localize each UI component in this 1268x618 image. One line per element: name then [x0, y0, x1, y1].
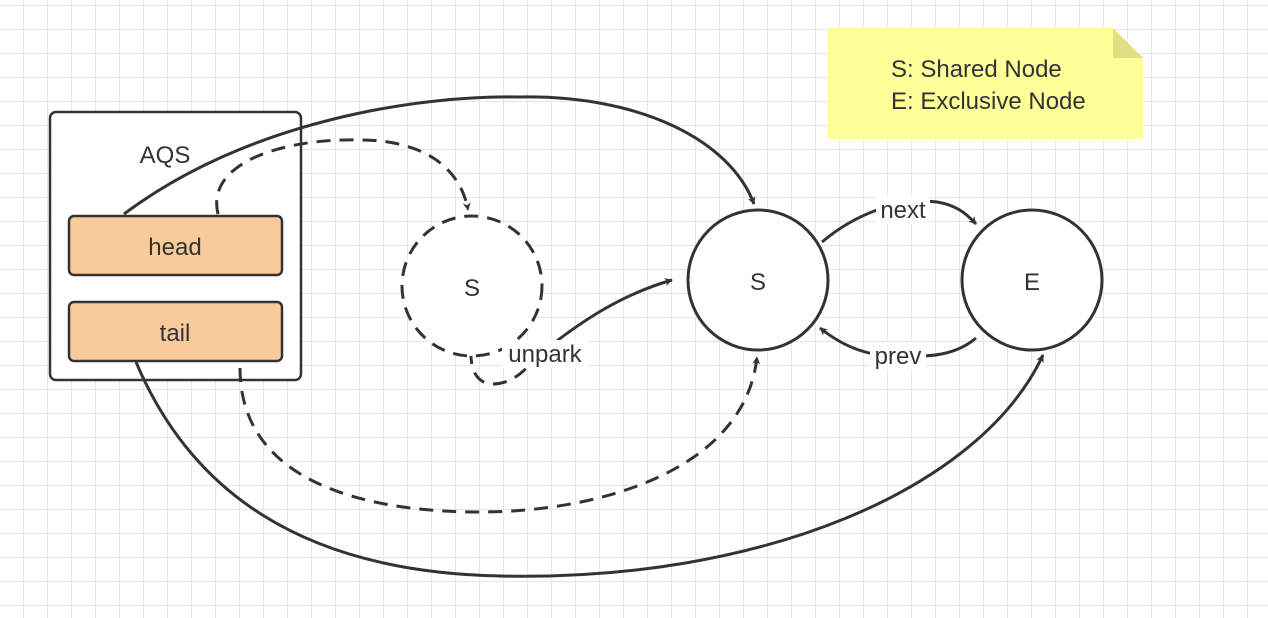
unpark-label: unpark	[508, 341, 582, 368]
old-shared-node[interactable]: S	[400, 214, 544, 358]
legend-fold	[1113, 28, 1143, 58]
exclusive-node[interactable]: E	[960, 208, 1104, 352]
legend-line-exclusive: E: Exclusive Node	[891, 88, 1086, 115]
shared-node-circle	[686, 208, 830, 352]
unpark-label-bg	[502, 340, 588, 368]
shared-node[interactable]: S	[686, 208, 830, 352]
exclusive-node-circle	[960, 208, 1104, 352]
head-field[interactable]	[67, 214, 284, 277]
edge-head-to-shared	[123, 95, 756, 216]
next-label-bg	[876, 196, 930, 224]
prev-label-bg	[870, 342, 926, 370]
exclusive-node-label: E	[1024, 269, 1040, 296]
edge-tail-to-shared	[238, 356, 761, 514]
aqs-title: AQS	[140, 142, 191, 169]
old-shared-node-circle	[400, 214, 544, 358]
edge-tail-to-exclusive	[134, 354, 1045, 578]
tail-field-label: tail	[160, 320, 191, 347]
next-label: next	[880, 197, 926, 224]
head-field-label: head	[148, 234, 201, 261]
legend-line-shared: S: Shared Node	[891, 56, 1062, 83]
edge-head-to-old-shared	[215, 138, 471, 215]
legend-background	[828, 28, 1143, 139]
edge-labels: unpark next prev	[502, 196, 930, 370]
prev-label: prev	[875, 343, 922, 370]
shared-node-label: S	[750, 269, 766, 296]
tail-field[interactable]	[67, 300, 284, 363]
old-shared-node-label: S	[464, 275, 480, 302]
legend-note: S: Shared Node E: Exclusive Node	[828, 28, 1143, 139]
aqs-box: AQS head tail	[48, 110, 303, 382]
